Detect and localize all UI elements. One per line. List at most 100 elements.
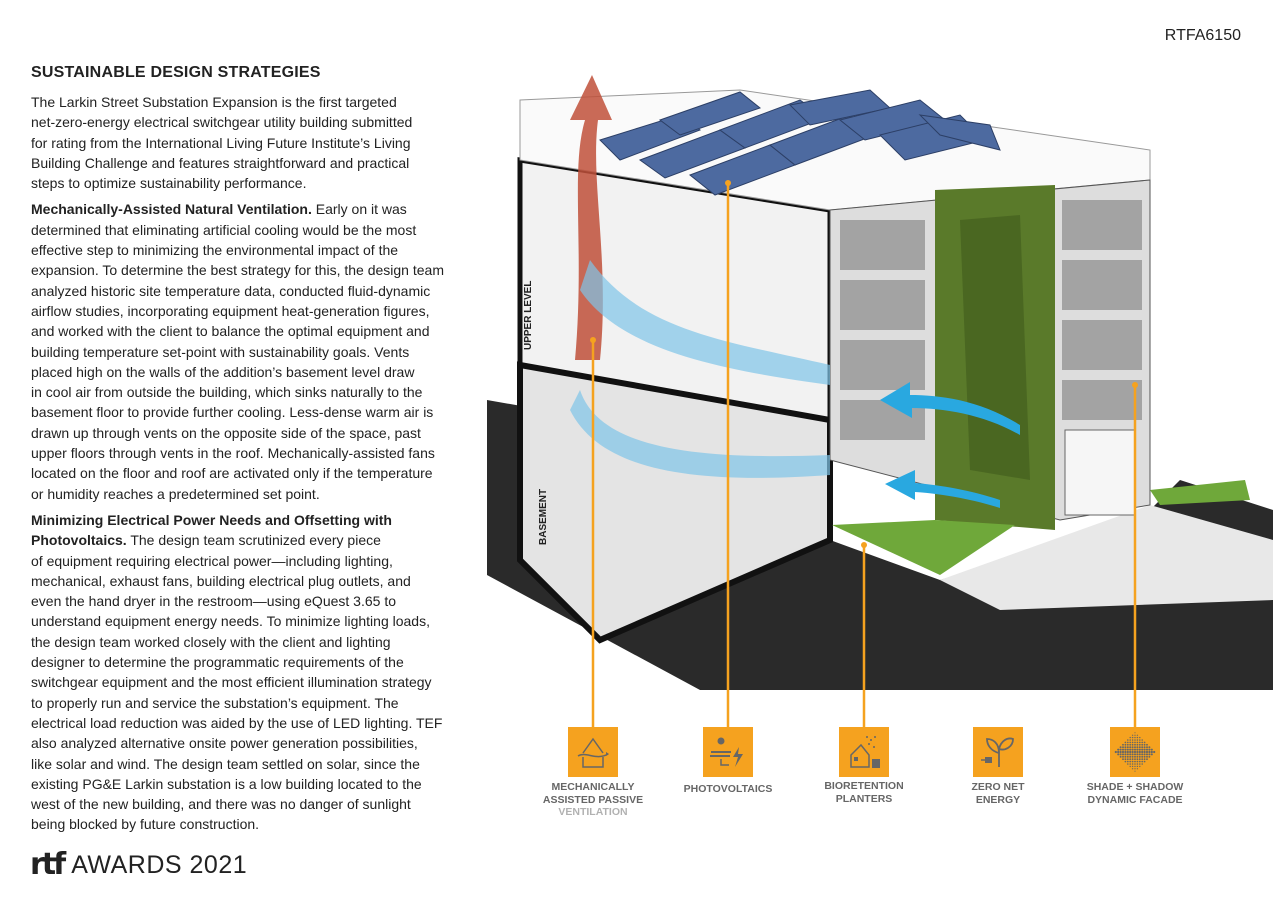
facade-dot: [1141, 760, 1144, 763]
facade-dot: [1136, 750, 1139, 754]
facade-dot: [1136, 743, 1139, 746]
text-line: or humidity reaches a predetermined set …: [31, 484, 461, 504]
facade-dot: [1133, 750, 1137, 754]
facade-dot: [1129, 755, 1132, 758]
text-line: designer to determine the programmatic r…: [31, 652, 461, 672]
text-line: The Larkin Street Substation Expansion i…: [31, 92, 461, 112]
facade-dot: [1143, 746, 1146, 749]
facade-dot: [1134, 760, 1136, 763]
line-text: basement floor to provide further coolin…: [31, 404, 434, 421]
line-text: the design team worked closely with the …: [31, 633, 391, 650]
cool-air-arrow-upper: [880, 382, 1020, 435]
facade-dot: [1145, 753, 1149, 756]
facade-dot: [1138, 748, 1141, 751]
facade-dot: [1129, 763, 1131, 765]
facade-dot: [1131, 734, 1134, 736]
leader-lines: [591, 183, 1137, 727]
facade-dot: [1126, 746, 1129, 749]
facade-dot: [1148, 755, 1151, 758]
facade-dot: [1131, 748, 1134, 751]
text-line: steps to optimize sustainability perform…: [31, 173, 461, 193]
facade-dot: [1119, 748, 1122, 751]
cool-air-flow-lower: [570, 390, 830, 478]
facade-dot: [1138, 760, 1141, 763]
facade-dot: [1138, 758, 1141, 761]
facade-dot: [1124, 750, 1127, 754]
facade-dot: [1138, 750, 1141, 754]
upper-level-label: UPPER LEVEL: [523, 281, 534, 350]
facade-dot: [1139, 736, 1141, 739]
facade-dot: [1138, 746, 1141, 749]
facade-dot: [1141, 758, 1144, 761]
facade-dot: [1143, 748, 1146, 751]
facade-dot: [1136, 768, 1139, 770]
facade-dot: [1131, 739, 1134, 741]
line-text: steps to optimize sustainability perform…: [31, 175, 307, 192]
text-line: determined that eliminating artificial c…: [31, 220, 461, 240]
line-text: upper floors through vents in the roof. …: [31, 445, 435, 462]
ventilation-icon: [568, 727, 618, 777]
text-line: west of the new building, and there was …: [31, 794, 461, 814]
line-text: The design team scrutinized every piece: [126, 532, 381, 549]
text-line: like solar and wind. The design team set…: [31, 754, 461, 774]
text-line: Photovoltaics. The design team scrutiniz…: [31, 530, 461, 550]
line-text: west of the new building, and there was …: [31, 796, 411, 813]
lead-in: Photovoltaics.: [31, 532, 127, 549]
dynamic-facade-icon: [1110, 727, 1160, 777]
facade-dot: [1124, 753, 1127, 756]
facade-dot: [1141, 755, 1144, 758]
facade-dot: [1134, 746, 1136, 749]
line-text: for rating from the International Living…: [31, 134, 411, 151]
facade-dot: [1134, 736, 1136, 739]
facade-dot: [1129, 736, 1131, 739]
project-code: RTFA6150: [1164, 27, 1241, 44]
facade-dot: [1146, 758, 1148, 761]
facade-dot: [1124, 748, 1127, 751]
line-text: net-zero-energy electrical switchgear ut…: [31, 114, 413, 131]
facade-dot: [1134, 765, 1136, 768]
facade-dot: [1143, 758, 1146, 761]
line-text: electrical load reduction was aided by t…: [31, 714, 443, 731]
facade-dot: [1150, 748, 1153, 751]
line-text: designer to determine the programmatic r…: [31, 654, 404, 671]
facade-dot: [1126, 753, 1129, 756]
logo-text: AWARDS 2021: [71, 850, 248, 879]
lead-in: Minimizing Electrical Power Needs and Of…: [31, 511, 392, 528]
line-text: mechanical, exhaust fans, building elect…: [31, 572, 411, 589]
line-text: switchgear equipment and the most effici…: [31, 674, 432, 691]
text-line: being blocked by future construction.: [31, 814, 461, 834]
line-text: being blocked by future construction.: [31, 816, 260, 833]
facade-dot: [1129, 748, 1132, 751]
facade-dot: [1134, 763, 1136, 765]
facade-dot: [1136, 736, 1139, 739]
paragraph: The Larkin Street Substation Expansion i…: [31, 92, 461, 193]
line-text: placed high on the walls of the addition…: [31, 363, 415, 380]
facade-dot: [1148, 746, 1151, 749]
text-line: switchgear equipment and the most effici…: [31, 672, 461, 692]
text-line: in cool air from outside the building, w…: [31, 382, 461, 402]
paragraph: Minimizing Electrical Power Needs and Of…: [31, 510, 461, 835]
rtf-awards-logo: rtf AWARDS 2021: [30, 850, 247, 880]
facade-dot: [1148, 750, 1151, 754]
facade-dot: [1136, 765, 1139, 768]
text-line: also analyzed alternative onsite power g…: [31, 733, 461, 753]
text-line: located on the floor and roof are activa…: [31, 463, 461, 483]
facade-dot: [1138, 743, 1141, 746]
line-text: also analyzed alternative onsite power g…: [31, 735, 418, 752]
solar-panels: [599, 89, 1001, 196]
facade-dot: [1126, 743, 1129, 746]
rtf-logo-mark: rtf: [30, 847, 66, 882]
text-line: placed high on the walls of the addition…: [31, 362, 461, 382]
facade-dot: [1153, 750, 1156, 754]
facade-dot: [1136, 734, 1139, 736]
facade-dot: [1124, 760, 1127, 763]
facade-dot: [1131, 758, 1134, 761]
facade-dot: [1134, 758, 1136, 761]
facade-dot: [1114, 750, 1117, 754]
facade-dot: [1136, 739, 1139, 741]
facade-dot: [1148, 753, 1151, 756]
facade-dot: [1136, 741, 1139, 744]
text-line: electrical load reduction was aided by t…: [31, 713, 461, 733]
